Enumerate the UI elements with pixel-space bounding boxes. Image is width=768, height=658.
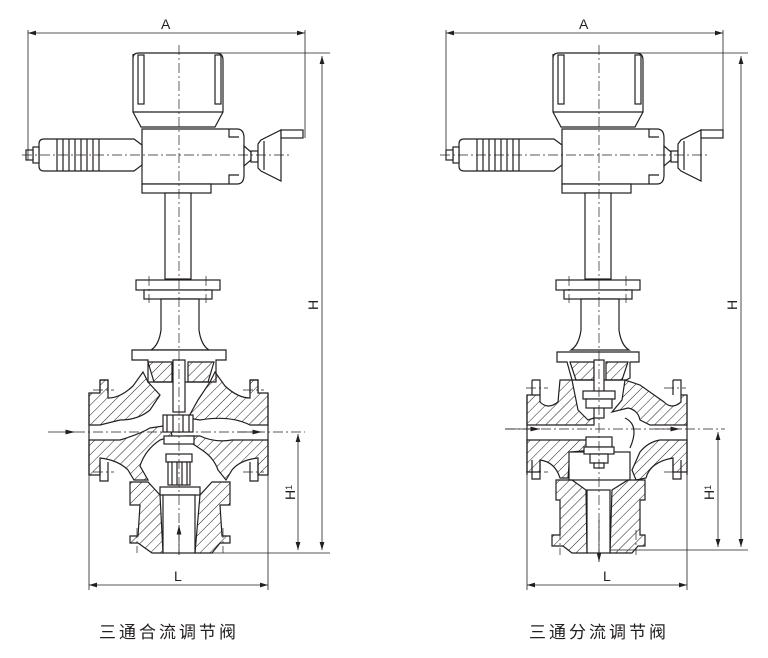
actuator (25, 52, 304, 351)
dim-label-l: L (603, 568, 611, 584)
dim-label-l: L (174, 568, 182, 584)
dim-label-h: H (724, 300, 740, 310)
dim-label-h1: H1 (282, 485, 298, 500)
valve-body (526, 379, 595, 426)
merging-valve-drawing: A H H1 L (22, 16, 330, 590)
caption-diverting-valve: 三通分流调节阀 (529, 623, 669, 643)
dim-label-h1: H1 (701, 485, 717, 500)
dim-label-a: A (579, 16, 589, 32)
dim-label-h: H (305, 300, 321, 310)
caption-merging-valve: 三通合流调节阀 (99, 623, 239, 643)
valve-body (88, 370, 161, 426)
diverting-valve-drawing: A H H1 L (440, 16, 748, 590)
actuator (445, 52, 724, 351)
dim-label-a: A (161, 16, 171, 32)
